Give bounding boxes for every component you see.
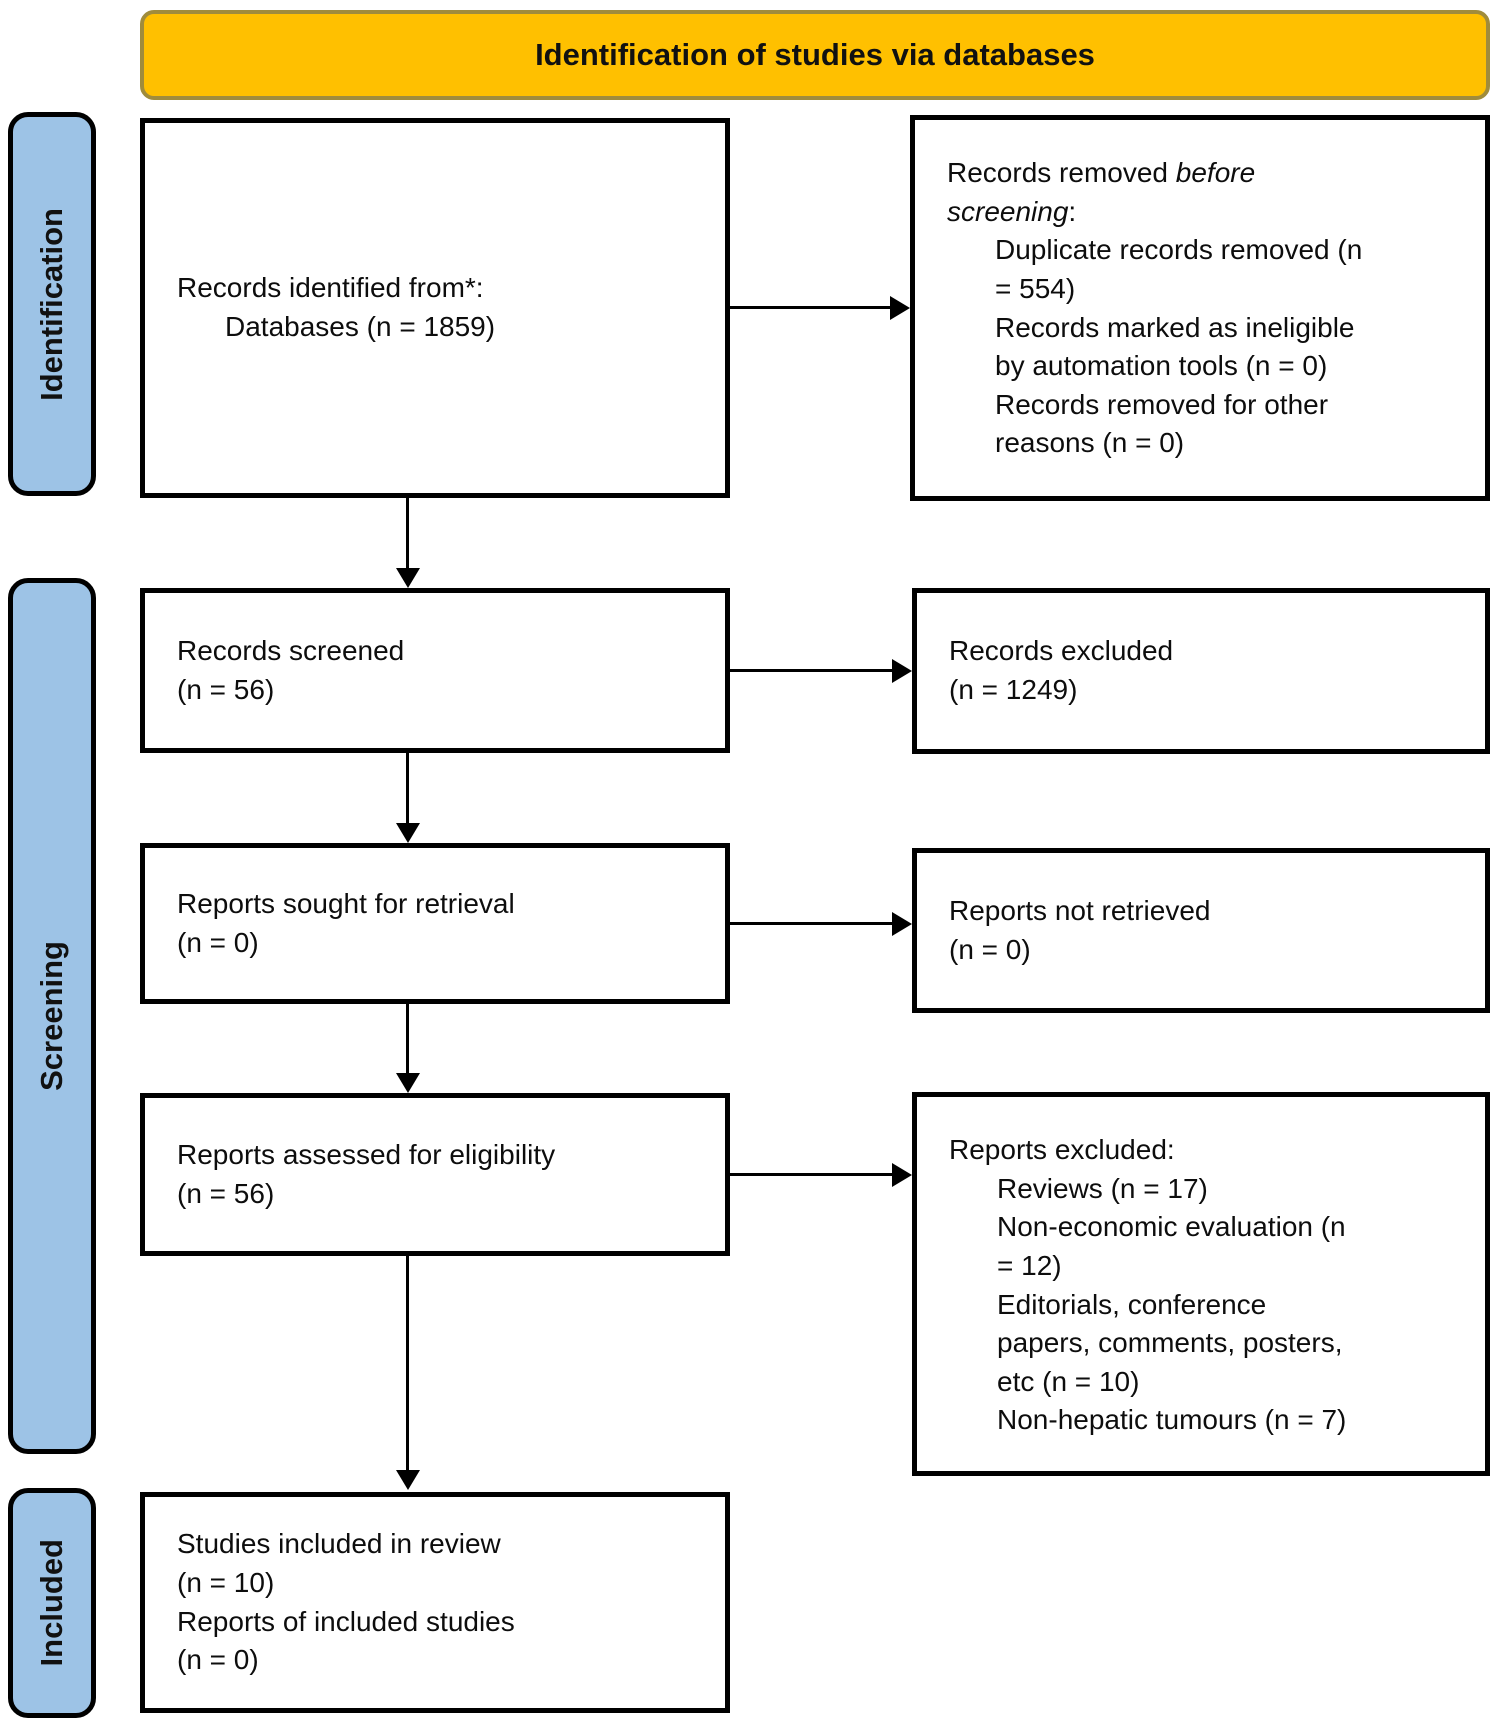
box-records-excluded: Records excluded (n = 1249): [912, 588, 1490, 754]
page-title: Identification of studies via databases: [535, 37, 1095, 72]
box-records-removed-before-screening: Records removed before screening: Duplic…: [910, 115, 1490, 501]
records-removed-heading-italic: before screening: [947, 157, 1256, 227]
removed-item-duplicates: Duplicate records removed (n = 554): [995, 234, 1363, 304]
stage-label-identification: Identification: [34, 207, 69, 401]
records-screened-text: Records screened (n = 56): [177, 634, 405, 705]
box-records-identified: Records identified from*: Databases (n =…: [140, 118, 730, 498]
records-identified-line1: Records identified from*:: [177, 272, 484, 304]
box-reports-excluded: Reports excluded: Reviews (n = 17) Non-e…: [912, 1092, 1490, 1476]
records-removed-heading-prefix: Records removed: [947, 157, 1176, 188]
header-banner: Identification of studies via databases: [140, 10, 1490, 100]
reports-assessed-text: Reports assessed for eligibility (n = 56…: [177, 1138, 556, 1209]
records-excluded-text: Records excluded (n = 1249): [949, 635, 1174, 705]
reports-excluded-heading: Reports excluded:: [949, 1134, 1175, 1165]
stage-bar-screening: Screening: [8, 578, 96, 1454]
arrow-right-sought-to-not-retrieved-icon: [728, 922, 893, 925]
records-removed-heading-suffix: :: [1068, 195, 1077, 227]
excluded-item-editorials: Editorials, conference papers, comments,…: [997, 1288, 1343, 1397]
arrow-down-screened-to-sought-icon: [406, 752, 409, 824]
stage-label-screening: Screening: [34, 941, 69, 1091]
records-identified-line2: Databases (n = 1859): [225, 311, 496, 342]
arrow-down-identified-to-screened-icon: [406, 498, 409, 569]
excluded-item-reviews: Reviews (n = 17): [997, 1172, 1208, 1204]
reports-sought-text: Reports sought for retrieval (n = 0): [177, 887, 515, 958]
excluded-item-non-economic: Non-economic evaluation (n = 12): [997, 1211, 1346, 1281]
removed-item-automation: Records marked as ineligible by automati…: [995, 311, 1355, 382]
stage-bar-identification: Identification: [8, 112, 96, 496]
box-reports-not-retrieved: Reports not retrieved (n = 0): [912, 848, 1490, 1013]
stage-bar-included: Included: [8, 1488, 96, 1718]
removed-item-other-reasons: Records removed for other reasons (n = 0…: [995, 388, 1329, 459]
arrow-down-sought-to-assessed-icon: [406, 1003, 409, 1074]
arrow-right-assessed-to-reports-excluded-icon: [728, 1173, 893, 1176]
arrow-right-screened-to-excluded-icon: [728, 669, 893, 672]
box-reports-assessed: Reports assessed for eligibility (n = 56…: [140, 1093, 730, 1256]
excluded-item-non-hepatic: Non-hepatic tumours (n = 7): [997, 1404, 1347, 1436]
arrow-down-assessed-to-included-icon: [406, 1255, 409, 1471]
box-records-screened: Records screened (n = 56): [140, 588, 730, 753]
records-removed-heading: Records removed before screening:: [947, 154, 1463, 231]
stage-label-included: Included: [34, 1539, 69, 1667]
box-studies-included: Studies included in review (n = 10) Repo…: [140, 1492, 730, 1713]
reports-not-retrieved-text: Reports not retrieved (n = 0): [949, 894, 1211, 965]
studies-included-text: Studies included in review (n = 10) Repo…: [177, 1528, 515, 1676]
box-reports-sought: Reports sought for retrieval (n = 0): [140, 843, 730, 1004]
arrow-right-identified-to-removed-icon: [728, 306, 891, 309]
